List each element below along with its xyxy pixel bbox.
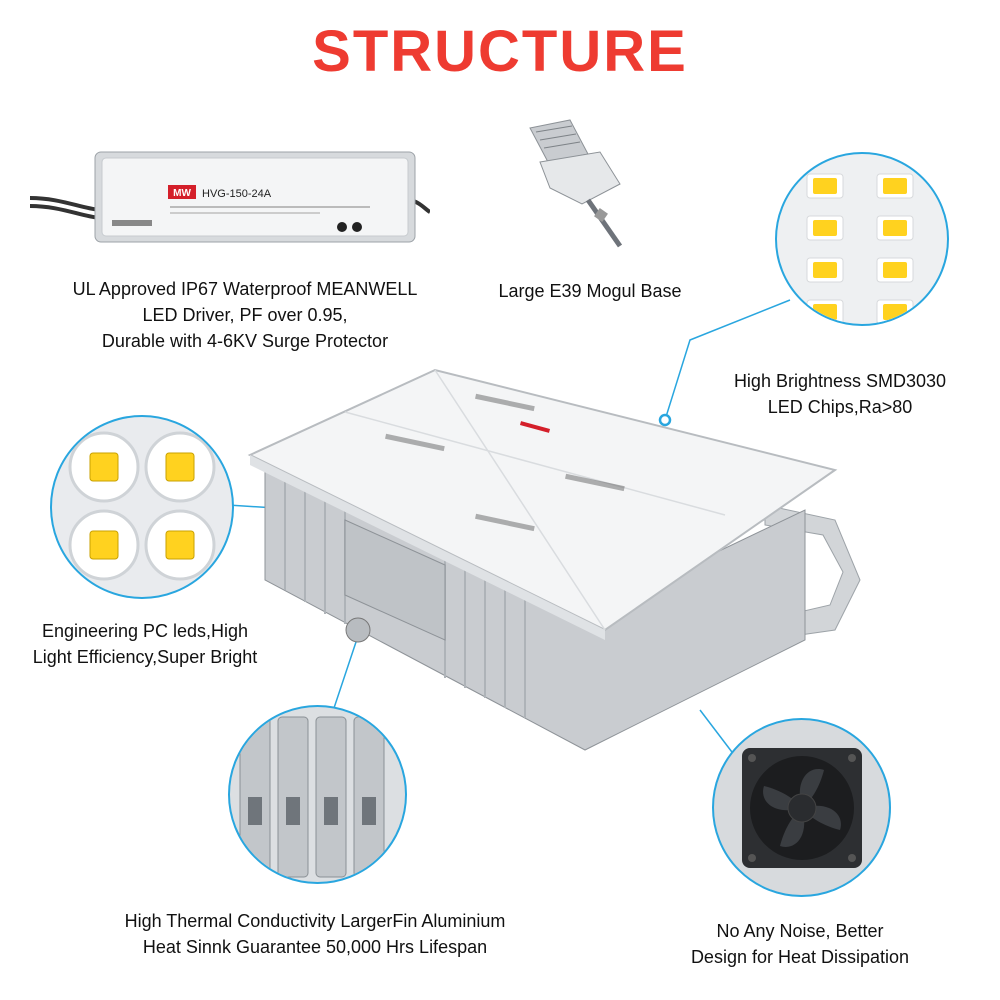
fan-caption-line-2: Design for Heat Dissipation <box>690 947 910 967</box>
chips-caption-line-2: LED Chips,Ra>80 <box>767 397 913 417</box>
fins-circle <box>228 705 407 884</box>
page-title: STRUCTURE <box>312 19 688 84</box>
driver-caption-line-1: UL Approved IP67 Waterproof MEANWELL <box>72 279 418 299</box>
fixture-image <box>245 340 865 760</box>
fins-caption: High Thermal Conductivity LargerFin Alum… <box>60 908 570 960</box>
fan-circle <box>712 718 891 897</box>
driver-model: HVG-150-24A <box>202 188 272 200</box>
fins-caption-line-2: Heat Sinnk Guarantee 50,000 Hrs Lifespan <box>142 937 488 957</box>
pcleds-caption: Engineering PC leds,High Light Efficienc… <box>10 618 280 670</box>
driver-caption-line-3: Durable with 4-6KV Surge Protector <box>101 331 389 351</box>
pc-leds-circle <box>50 415 234 599</box>
fan-caption-line-1: No Any Noise, Better <box>716 921 884 941</box>
led-driver-image: MW HVG-150-24A <box>30 140 430 250</box>
base-caption: Large E39 Mogul Base <box>470 278 710 304</box>
pcleds-caption-line-2: Light Efficiency,Super Bright <box>32 647 258 667</box>
driver-caption-line-2: LED Driver, PF over 0.95, <box>142 305 348 325</box>
fan-caption: No Any Noise, Better Design for Heat Dis… <box>660 918 940 970</box>
driver-logo: MW <box>173 188 191 199</box>
chips-caption: High Brightness SMD3030 LED Chips,Ra>80 <box>720 368 960 420</box>
mogul-base-image <box>510 118 650 258</box>
pcleds-caption-line-1: Engineering PC leds,High <box>41 621 249 641</box>
smd-chips-circle <box>775 152 949 326</box>
base-caption-line-1: Large E39 Mogul Base <box>498 281 682 301</box>
fins-caption-line-1: High Thermal Conductivity LargerFin Alum… <box>124 911 506 931</box>
chips-caption-line-1: High Brightness SMD3030 <box>733 371 947 391</box>
driver-caption: UL Approved IP67 Waterproof MEANWELL LED… <box>30 276 460 354</box>
